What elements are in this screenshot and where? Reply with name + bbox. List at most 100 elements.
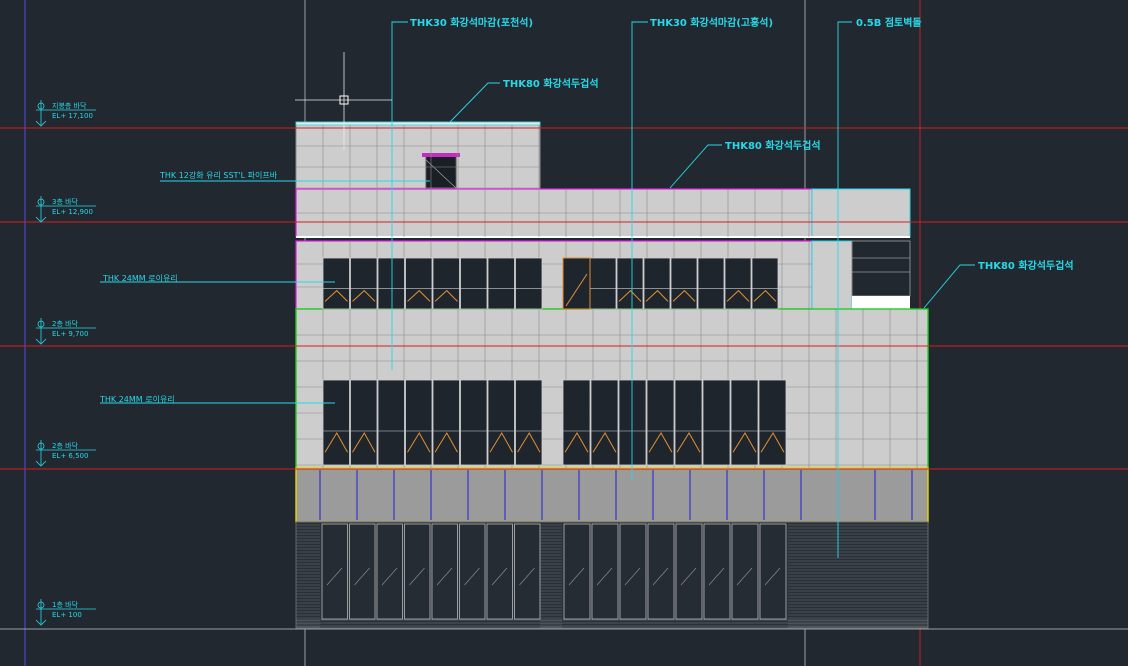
storefront-pane [404,523,431,620]
level-name: 1층 바닥 [52,600,79,609]
storefront-pane [459,523,486,620]
window-pane [670,257,698,310]
door-canopy [422,153,460,157]
glass-reflection [568,567,585,586]
window-pane [432,257,460,310]
storefront-pane [563,523,591,620]
level-marker: 2층 바닥 EL+ 6,500 [35,440,96,467]
window-pane [724,257,752,310]
window-opening-mark [489,432,513,453]
glass-reflection [708,567,725,586]
window-opening-mark [645,289,669,302]
storefront-pane [349,523,376,620]
window-pane [702,379,731,466]
label-stone-goheung: THK30 화강석마감(고흥석) [650,16,773,29]
leader-lines [100,21,975,558]
window-opening-mark [517,432,541,453]
window-opening-mark [618,289,642,302]
level-elevation: EL+ 12,900 [52,208,93,216]
storefront-pane [514,523,541,620]
door-3f [562,257,591,310]
window-opening-mark [592,432,617,453]
storefront-pane [619,523,647,620]
storefront-pane [321,523,348,620]
window-opening-mark [732,432,757,453]
storefront-pane [486,523,513,620]
storefront-pane [376,523,403,620]
label-coping-2f: THK80 화강석두겁석 [978,259,1074,272]
window-pane [674,379,703,466]
level-elevation: EL+ 100 [52,611,82,619]
level-arrow-icon [35,216,47,223]
glass-reflection [596,567,613,586]
window-pane [562,379,591,466]
window-pane [405,257,433,310]
glass-reflection [764,567,781,586]
level-name: 2층 바닥 [52,319,79,328]
penthouse-door [425,155,457,189]
level-arrow-icon [35,619,47,626]
window-opening-mark [648,432,673,453]
storefront-pane [591,523,619,620]
glass-reflection [652,567,669,586]
penthouse-coping [295,121,541,126]
glass-reflection [624,567,641,586]
crosshair-cursor-icon [295,52,392,150]
window-pane [460,379,488,466]
label-stone-pocheon: THK30 화강석마감(포천석) [410,16,533,29]
label-coping-3f: THK80 화강석두겁석 [725,139,821,152]
glass-reflection [326,567,343,586]
glass-reflection [436,567,453,586]
window-pane [487,257,515,310]
window-pane [589,257,617,310]
storefront-pane [431,523,458,620]
window-opening-mark [324,289,348,302]
window-pane [616,257,644,310]
window-pane [322,257,350,310]
storefront-pane [703,523,731,620]
glass-reflection [680,567,697,586]
level-elevation: EL+ 6,500 [52,452,88,460]
window-pane [515,257,543,310]
level-name: 3층 바닥 [52,197,79,206]
window-opening-mark [434,289,458,302]
level-name: 2층 바닥 [52,441,79,450]
window-pane [487,379,515,466]
level-arrow-icon [35,338,47,345]
window-opening-mark [324,432,348,453]
label-coping-roof: THK80 화강석두겁석 [503,77,599,90]
fascia-band [295,467,929,523]
window-opening-mark [672,289,696,302]
window-pane [377,257,405,310]
window-opening-mark [564,432,589,453]
window-pane [758,379,787,466]
window-pane [350,257,378,310]
level-arrow-icon [35,120,47,127]
glass-reflection [736,567,753,586]
window-opening-mark [434,432,458,453]
window-pane [350,379,378,466]
window-pane [751,257,779,310]
door-swing-mark [565,273,588,307]
window-opening-mark [726,289,750,302]
label-glass-railing: THK 12강화 유리 SST'L 파이프바 [159,170,278,180]
level-name: 지붕층 바닥 [52,101,87,110]
glass-reflection [519,567,535,586]
glass-reflection [409,567,425,586]
window-pane [646,379,675,466]
window-pane [618,379,647,466]
window-pane [643,257,671,310]
window-pane [515,379,543,466]
window-opening-mark [352,432,376,453]
window-pane [697,257,725,310]
label-window-2f: THK 24MM 로이유리 [99,394,175,404]
window-opening-mark [753,289,777,302]
fascia-lines [319,470,913,520]
level-elevation: EL+ 9,700 [52,330,88,338]
terrace-opening [851,240,911,297]
level-marker: 2층 바닥 EL+ 9,700 [35,318,96,345]
